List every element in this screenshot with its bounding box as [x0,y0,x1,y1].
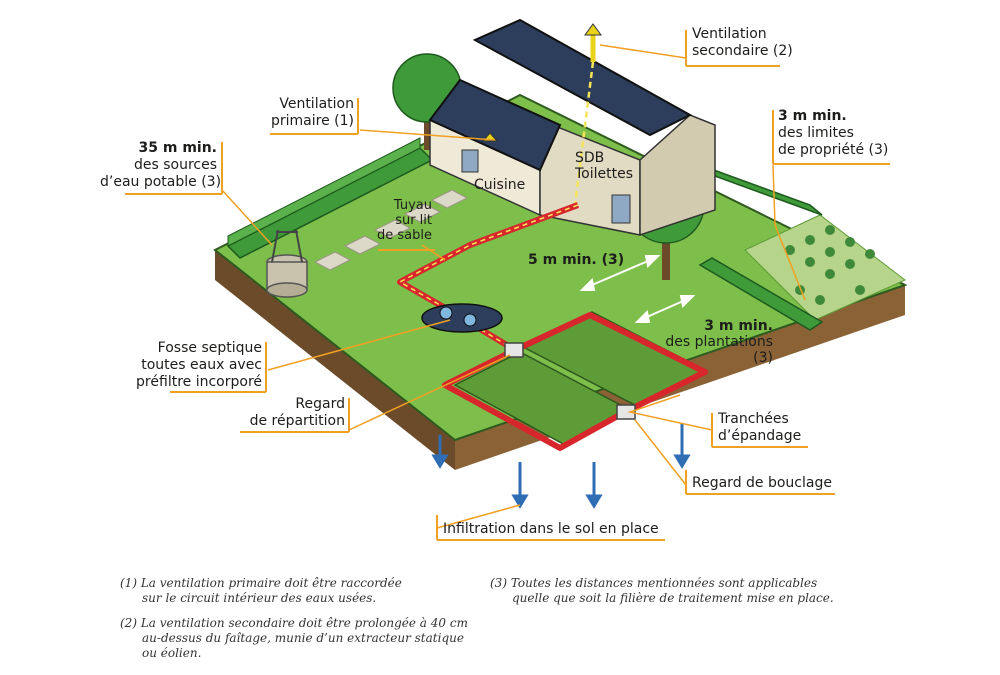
footnote-3-line2: quelle que soit la filière de traitement… [512,591,834,605]
septic-tank [421,303,503,333]
tuyau-line2: sur lit [395,213,432,228]
limites-propriete-line1: 3 m min. [778,108,847,124]
fosse-line1: Fosse septique [157,340,262,356]
sources-eau-line1: 35 m min. [138,140,218,156]
hedge-right-front [698,257,824,331]
label-regard-repartition: Regard de répartition [236,396,345,430]
callout-lines [221,44,806,529]
fosse-line2: toutes eaux avec [141,357,262,373]
well [266,229,308,298]
footnote-3: (3) Toutes les distances mentionnées son… [490,576,850,606]
plantations-line3: (3) [753,350,773,366]
sdb-line2: Toilettes [575,166,634,182]
tranchees-line1: Tranchées [718,411,789,427]
hedge-left-top [227,137,421,247]
tuyau-line1: Tuyau [393,198,432,213]
infiltration-arrows [431,424,691,509]
footnote-1: (1) La ventilation primaire doit être ra… [120,576,460,606]
label-sources-eau: 35 m min. des sources d’eau potable (3) [100,140,221,191]
limites-propriete-line2: des limites [778,125,854,141]
label-limites-propriete: 3 m min. des limites de propriété (3) [778,108,888,159]
tranchees-line2: d’épandage [718,428,802,444]
label-plantations: 3 m min. des plantations (3) [655,318,773,366]
footnote-2: (2) La ventilation secondaire doit être … [120,616,480,661]
fosse-line3: préfiltre incorporé [136,374,262,390]
footnote-2-line3: ou éolien. [142,646,202,660]
label-fosse: Fosse septique toutes eaux avec préfiltr… [120,340,262,391]
distance-5m-text: 5 m min. (3) [528,252,625,268]
label-ventilation-secondaire: Ventilation secondaire (2) [692,26,793,60]
vegetable-garden [744,214,906,321]
footnote-2-line1: (2) La ventilation secondaire doit être … [120,616,468,630]
plantations-line2: des plantations [665,334,773,350]
loop-box [616,404,636,420]
distribution-box [504,342,524,358]
label-sdb: SDB Toilettes [575,150,633,182]
stepping-stones [313,189,469,271]
ventilation-primaire-line2: primaire (1) [271,113,354,129]
sdb-line1: SDB [575,150,605,166]
footnote-1-line2: sur le circuit intérieur des eaux usées. [142,591,377,605]
distance-arrows [579,255,696,323]
label-ventilation-primaire: Ventilation primaire (1) [266,96,354,130]
regard-repartition-line1: Regard [295,396,345,412]
house [428,18,716,237]
callout-brackets [125,30,890,541]
ventilation-secondaire-line2: secondaire (2) [692,43,793,59]
label-distance-5m: 5 m min. (3) [528,252,624,268]
vegetable-plants [785,225,875,305]
ventilation-secondaire-line1: Ventilation [692,26,767,42]
ground-slab-front-left [215,250,455,470]
label-tranchees: Tranchées d’épandage [718,411,801,445]
label-infiltration: Infiltration dans le sol en place [443,521,659,537]
pipe-highlight [398,204,579,351]
regard-repartition-line2: de répartition [249,413,345,429]
sources-eau-line3: d’eau potable (3) [100,174,222,190]
footnote-2-line2: au-dessus du faîtage, munie d’un extract… [142,631,464,645]
secondary-vent-cap [584,23,602,36]
label-cuisine: Cuisine [474,177,526,193]
plantations-line1: 3 m min. [704,318,773,334]
footnote-1-line1: (1) La ventilation primaire doit être ra… [120,576,402,590]
footnote-3-line1: (3) Toutes les distances mentionnées son… [490,576,818,590]
ventilation-primaire-line1: Ventilation [279,96,354,112]
vent-dashed-line [573,61,595,206]
tuyau-line3: de sable [377,228,432,243]
sources-eau-line2: des sources [133,157,217,173]
label-regard-bouclage: Regard de bouclage [692,475,832,491]
limites-propriete-line3: de propriété (3) [778,142,889,158]
label-tuyau: Tuyau sur lit de sable [376,198,432,243]
